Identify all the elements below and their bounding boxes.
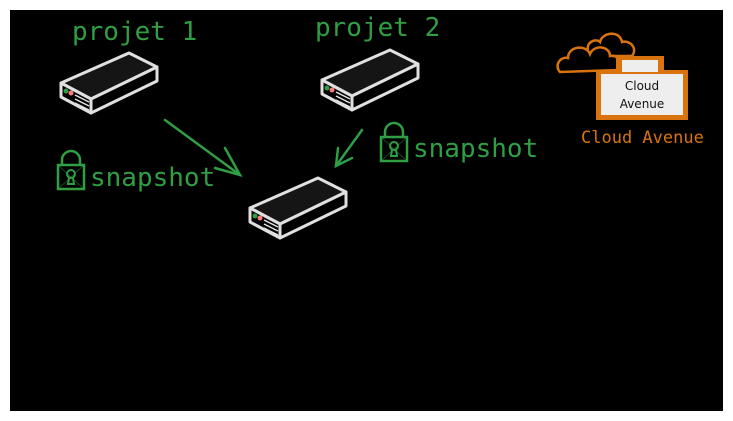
arrow-icon-project-1 <box>163 118 243 178</box>
arrow-icon-project-2 <box>334 128 364 169</box>
snapshot-label-2: snapshot <box>413 134 538 164</box>
logo-sign-line-1: Cloud <box>625 79 659 93</box>
cloud-icon-2 <box>586 32 636 58</box>
snapshot-label-1: snapshot <box>90 163 215 193</box>
project-1-label: projet 1 <box>72 17 197 47</box>
logo-sign-line-2: Avenue <box>620 97 665 111</box>
logo-caption: Cloud Avenue <box>581 128 704 148</box>
project-2-label: projet 2 <box>315 13 440 43</box>
cloud-avenue-logo: Cloud Avenue Cloud Avenue <box>556 32 704 148</box>
